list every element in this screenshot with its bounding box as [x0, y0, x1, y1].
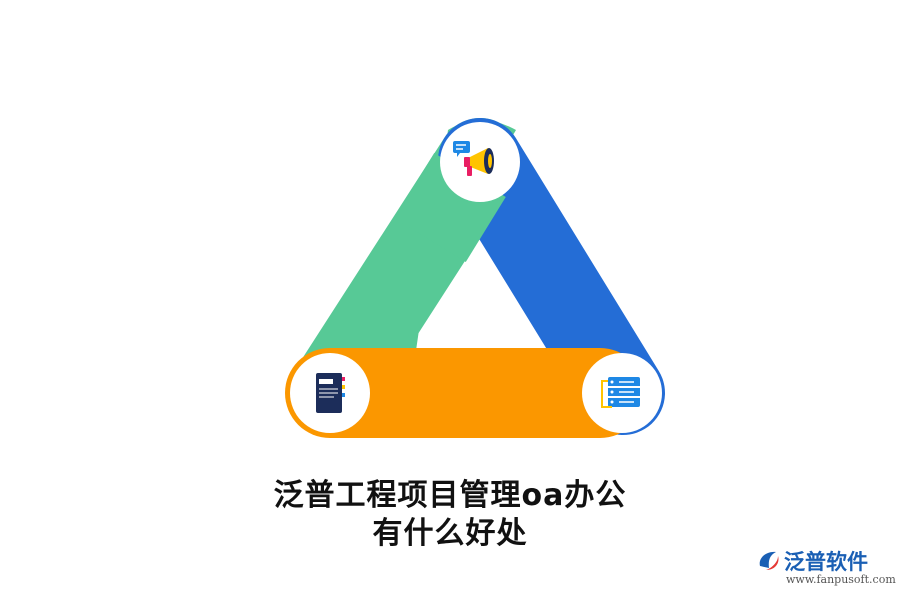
title-line-2: 有什么好处 — [372, 516, 528, 551]
brand-url: www.fanpusoft.com — [786, 573, 896, 586]
notebook-icon — [316, 373, 345, 413]
brand-logo-icon — [759, 551, 779, 570]
brand-watermark: 泛普软件 www.fanpusoft.com — [756, 546, 896, 590]
brand-name: 泛普软件 — [784, 550, 868, 574]
server-rack-icon — [601, 377, 640, 408]
megaphone-chat-icon — [453, 141, 494, 176]
title-line-1: 泛普工程项目管理oa办公 — [273, 478, 627, 513]
